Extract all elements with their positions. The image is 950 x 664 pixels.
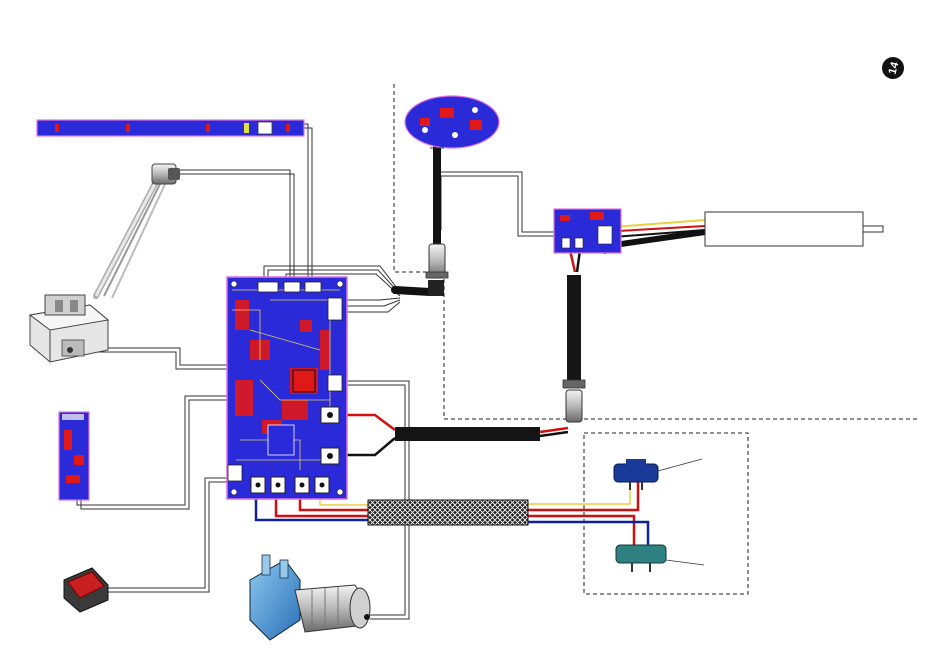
vertical-pcb-icon [59,412,89,500]
blue-connector-icon [614,459,702,490]
rocker-switch-icon [64,568,108,612]
main-pcb-icon [227,277,347,499]
black-sleeve-vertical [567,275,581,380]
oval-pcb-icon [405,96,499,148]
cylinder-motor-icon [705,212,883,246]
heater-block-icon [30,295,108,362]
page-number-badge: 14 [882,57,904,79]
led-strip-pcb-icon [37,120,304,136]
pump-icon [250,555,370,640]
teal-connector-icon [616,545,704,572]
inline-plug-upper-icon [426,244,448,296]
driver-pcb-icon [554,209,621,253]
probe-sensor-icon [96,164,180,298]
dashed-region-connectors [584,433,748,594]
black-sleeve-mid [395,427,540,441]
braided-sleeve-icon [368,500,528,525]
inline-plug-lower-icon [563,380,585,422]
